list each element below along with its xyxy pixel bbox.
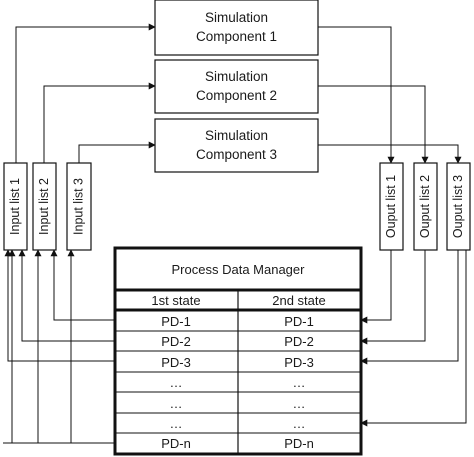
output-list-2-label: Ouput list 2 [418, 175, 432, 238]
input-list-2: Input list 2 [32, 162, 57, 251]
arrow-input3-to-component3 [78, 141, 156, 163]
pdm-row-5-col-2: … [293, 396, 306, 411]
pdm-row-3-col-1: PD-3 [161, 355, 191, 370]
input-list-3-label: Input list 3 [71, 178, 85, 235]
pdm-row-4-col-2: … [293, 375, 306, 390]
arrow-pd1-to-input [50, 249, 115, 321]
input-list-1-label: Input list 1 [8, 178, 22, 235]
simulation-component-3: Simulation Component 3 [154, 118, 319, 173]
pdm-row-2-col-2: PD-2 [284, 334, 314, 349]
arrow-component2-to-output2 [318, 85, 429, 164]
pdm-row-1-col-2: PD-1 [284, 314, 314, 329]
input-list-1: Input list 1 [3, 162, 28, 251]
simulation-component-1: Simulation Component 1 [154, 0, 319, 56]
arrow-outputs-to-pdn [360, 250, 467, 427]
pdm-row-6-col-2: … [293, 416, 306, 431]
component-2-line1: Simulation [205, 69, 268, 84]
header-2nd-state: 2nd state [272, 293, 326, 308]
arrow-pd2-to-input [18, 249, 115, 342]
header-1st-state: 1st state [151, 293, 200, 308]
process-data-manager: Process Data Manager 1st state 2nd state… [113, 246, 363, 456]
pdm-row-2-col-1: PD-2 [161, 334, 191, 349]
pdm-row-7-col-2: PD-n [284, 436, 314, 451]
component-3-line1: Simulation [205, 128, 268, 143]
component-1-line2: Component 1 [196, 29, 277, 44]
pdm-row-4-col-1: … [170, 375, 183, 390]
component-1-line1: Simulation [205, 10, 268, 25]
output-list-1: Ouput list 1 [379, 162, 404, 251]
simulation-component-2: Simulation Component 2 [154, 59, 319, 114]
pdm-row-5-col-1: … [170, 396, 183, 411]
arrow-output3-to-pd3 [360, 250, 459, 365]
pdm-title: Process Data Manager [172, 262, 306, 277]
arrow-component1-to-output1 [318, 26, 395, 164]
pdm-row-7-col-1: PD-n [161, 436, 191, 451]
arrow-pd3-to-input [4, 249, 115, 362]
pdm-row-3-col-2: PD-3 [284, 355, 314, 370]
input-list-2-label: Input list 2 [37, 178, 51, 235]
component-3-line2: Component 3 [196, 147, 277, 162]
output-list-3: Ouput list 3 [446, 162, 471, 251]
output-list-3-label: Ouput list 3 [451, 175, 465, 238]
arrow-output2-to-pd2 [360, 250, 426, 345]
output-list-1-label: Ouput list 1 [384, 175, 398, 238]
connectors [3, 23, 467, 444]
arrow-input2-to-component2 [43, 82, 156, 163]
pdm-row-1-col-1: PD-1 [161, 314, 191, 329]
arrow-component3-to-output3 [318, 144, 462, 164]
component-2-line2: Component 2 [196, 88, 277, 103]
arrow-input1-to-component1 [15, 23, 156, 163]
input-list-3: Input list 3 [66, 162, 92, 251]
pdm-row-6-col-1: … [170, 416, 183, 431]
arrow-output1-to-pd1 [360, 250, 392, 324]
output-list-2: Ouput list 2 [413, 162, 438, 251]
